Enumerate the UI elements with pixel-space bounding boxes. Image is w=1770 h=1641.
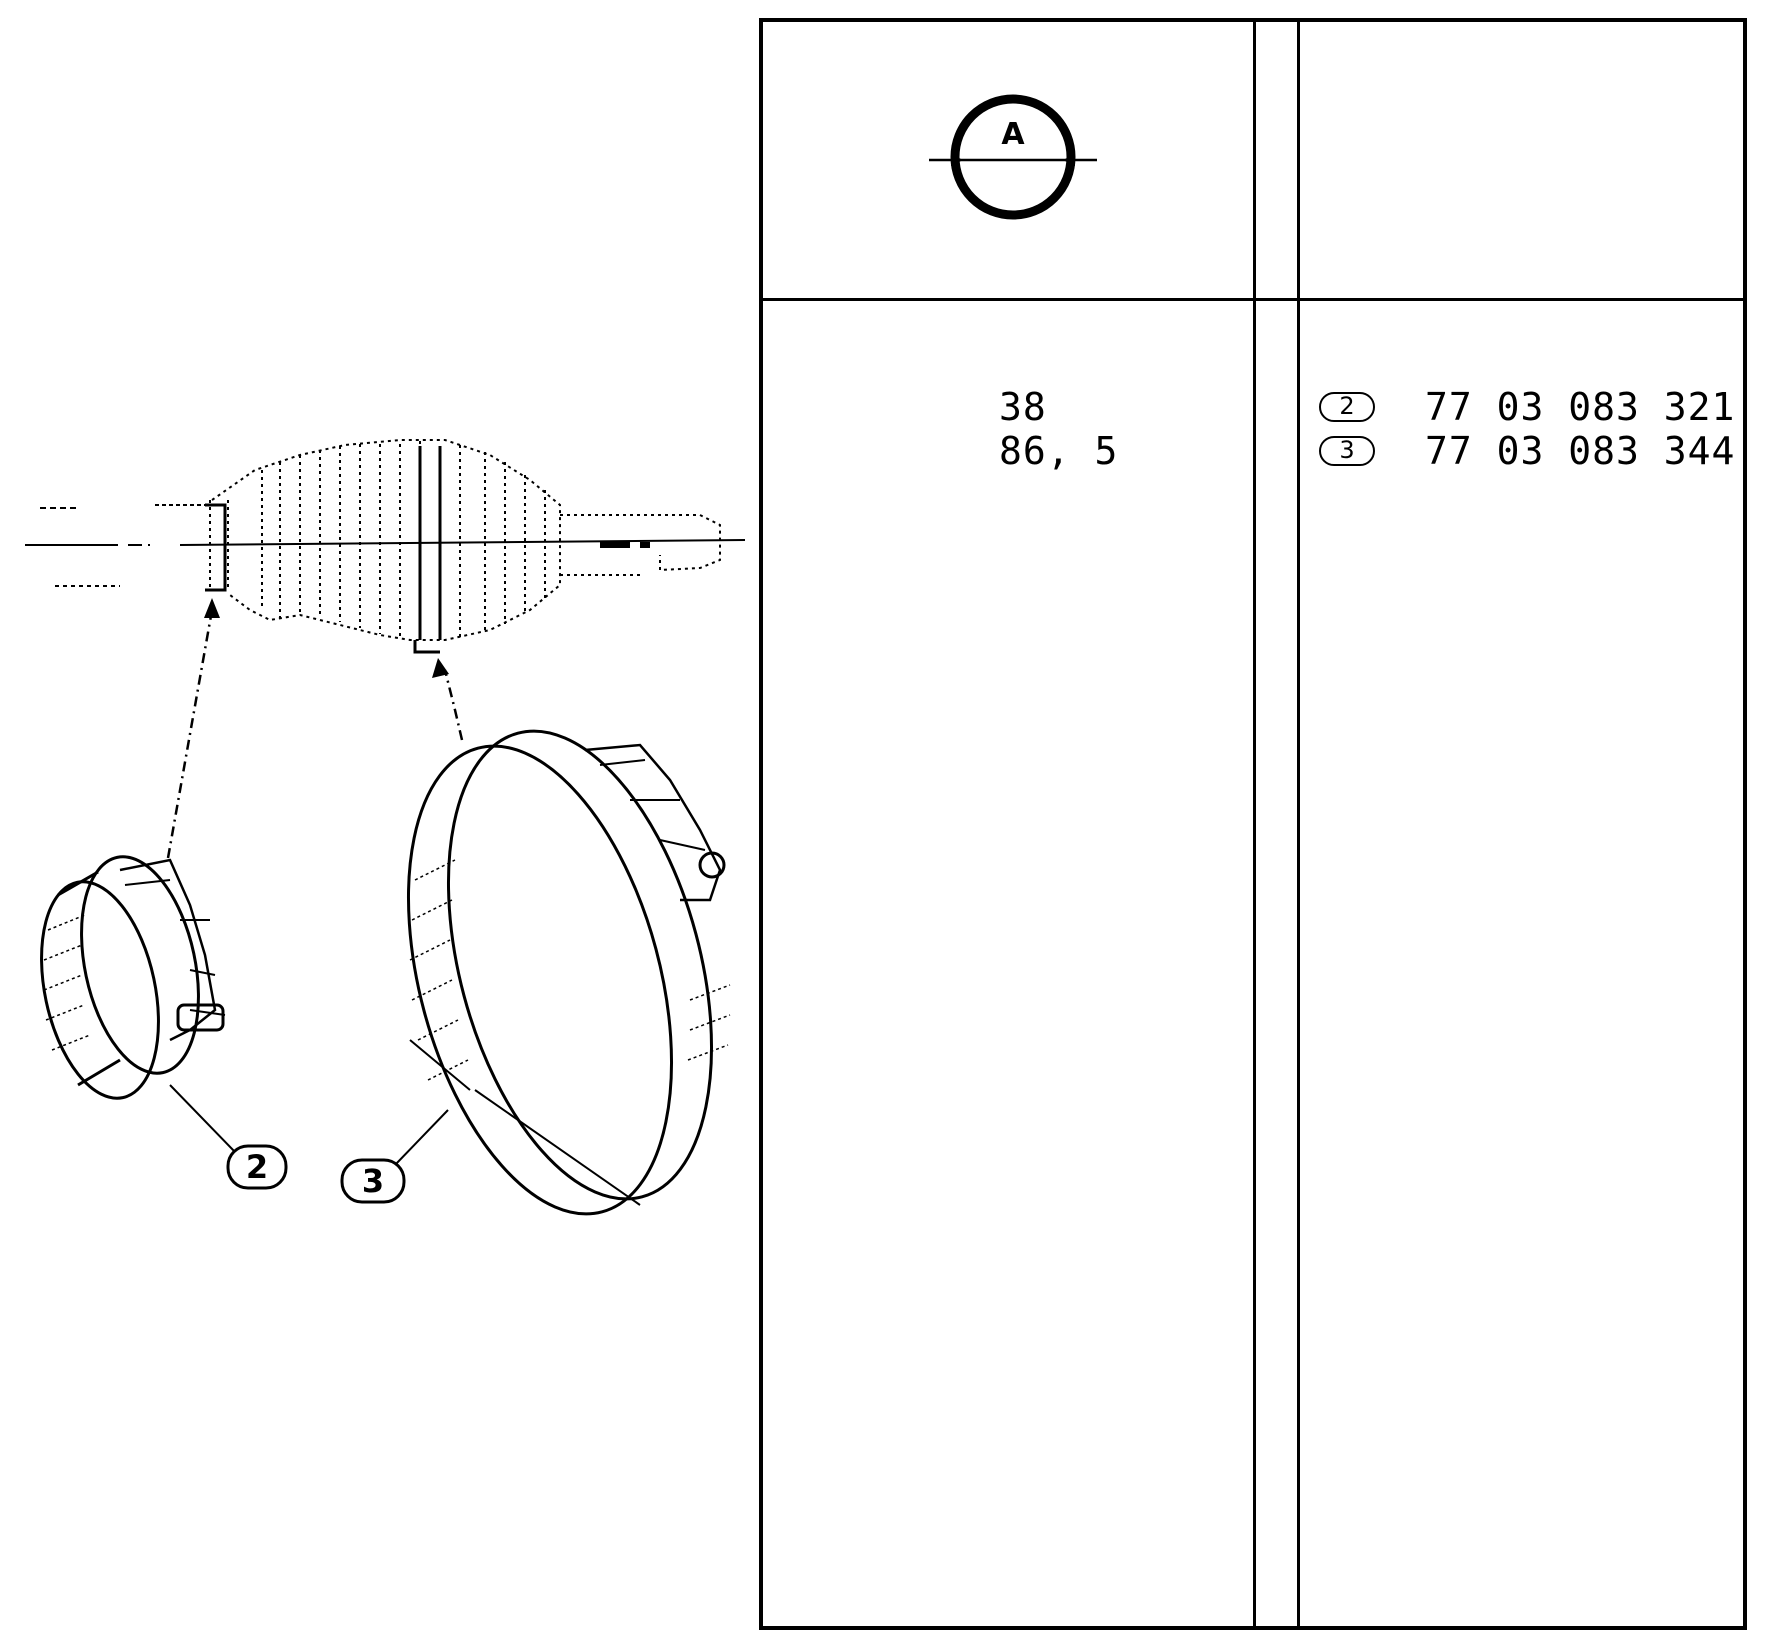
callout-leaders [169,1084,449,1166]
diameter-letter: A [1001,117,1025,152]
parts-table: A 38 86, 5 2 77 03 083 321 3 77 03 083 3… [759,18,1747,1630]
part-ref-bubble: 2 [1319,392,1375,422]
part-ref-bubble: 3 [1319,436,1375,466]
part-number: 77 03 083 321 [1425,385,1736,429]
leader-arrows [166,609,464,859]
column-divider-2 [1297,22,1300,1626]
callout-2: 2 [226,1144,288,1190]
arrow-heads [204,598,449,678]
callout-2-label: 2 [246,1148,268,1186]
callout-3: 3 [340,1158,406,1204]
callout-3-label: 3 [362,1162,384,1200]
column-divider-1 [1253,22,1256,1626]
diameter-value-2: 86, 5 [999,429,1119,473]
small-clamp [40,855,226,1100]
exploded-drawing: 2 3 [25,439,746,1216]
shaft-centerline [25,504,746,587]
diameter-value-1: 38 [999,385,1047,429]
diameter-circle-icon: A [929,94,1097,220]
part-number: 77 03 083 344 [1425,429,1736,473]
header-divider [763,298,1743,301]
large-clamp [406,729,731,1216]
clamp-position-markers [205,446,442,654]
